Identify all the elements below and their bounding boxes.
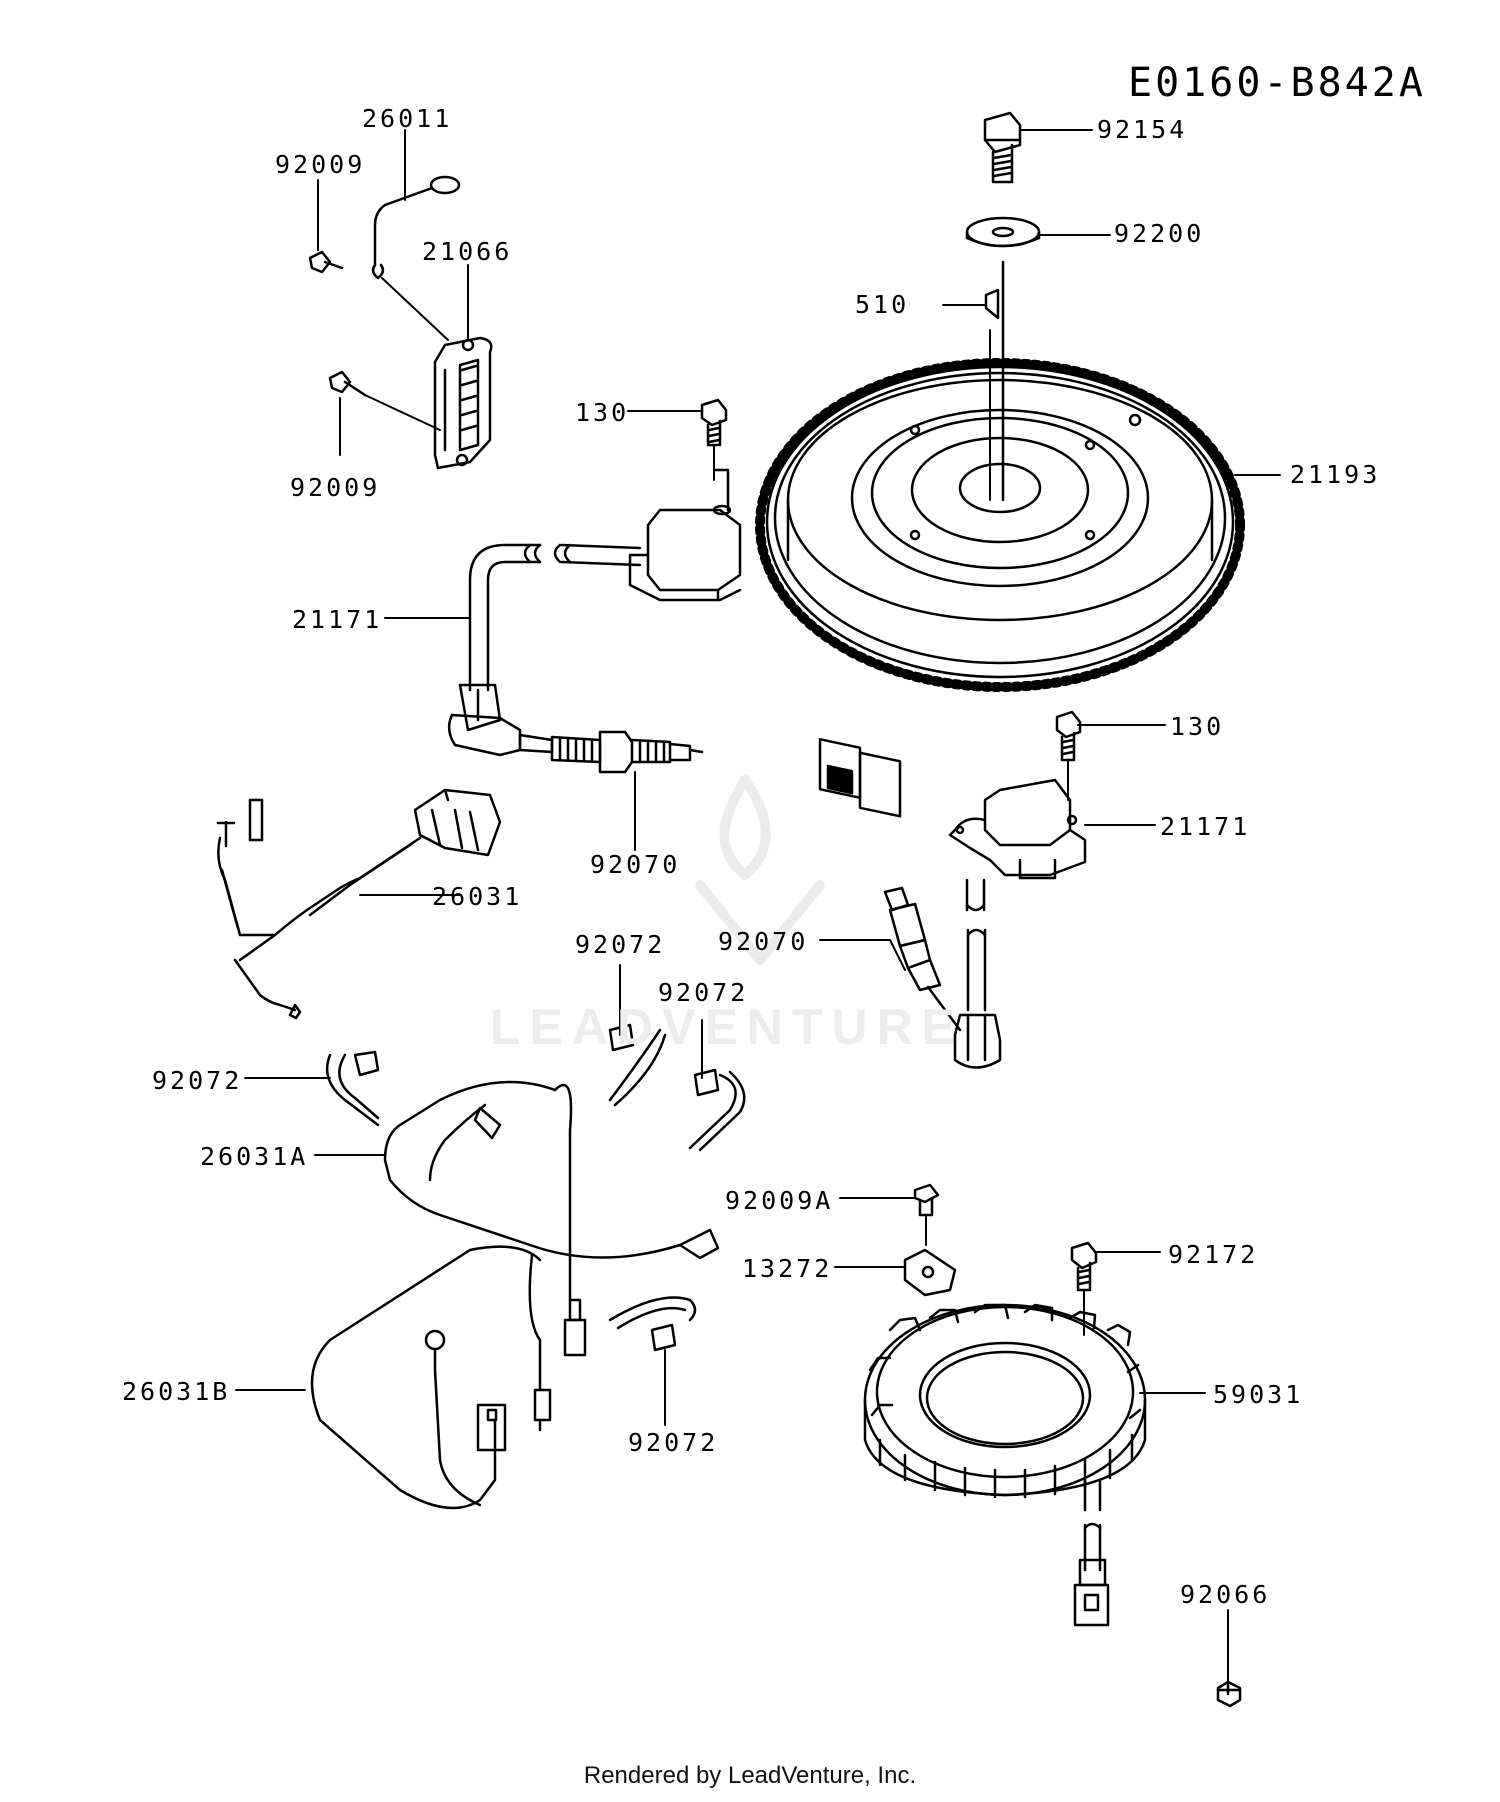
screw-92009-bottom: [328, 370, 367, 397]
diagram-code: E0160-B842A: [1128, 60, 1426, 106]
part-label-130-top: 130: [575, 398, 630, 427]
bolt-130-top: [700, 398, 728, 447]
bolt-92154: [983, 111, 1022, 184]
harness-26031B: [310, 1245, 552, 1510]
part-label-92072-a: 92072: [575, 930, 666, 959]
part-label-92072-b: 92072: [658, 978, 749, 1007]
ht-lead-right: [953, 878, 1002, 1069]
part-label-92009-top: 92009: [275, 150, 366, 179]
part-label-510: 510: [855, 290, 910, 319]
harness-26031: [216, 788, 502, 1020]
flywheel: [755, 358, 1245, 818]
part-label-92070-left: 92070: [590, 850, 681, 879]
part-label-21066: 21066: [422, 237, 513, 266]
part-label-13272: 13272: [742, 1254, 833, 1283]
cable-tie-92072-a: [325, 1050, 380, 1127]
harness-26031A: [383, 1080, 720, 1357]
part-label-26031A: 26031A: [200, 1142, 309, 1171]
part-label-92070-right: 92070: [718, 927, 809, 956]
part-label-92200: 92200: [1114, 219, 1205, 248]
part-label-92066: 92066: [1180, 1580, 1271, 1609]
watermark-text: LEADVENTURE: [490, 999, 965, 1055]
part-label-26031B: 26031B: [122, 1377, 231, 1406]
cable-tie-92072-d: [608, 1296, 697, 1352]
stator-59031: [863, 1303, 1147, 1499]
part-label-21171-left: 21171: [292, 605, 383, 634]
part-label-92009A: 92009A: [725, 1186, 834, 1215]
washer-92200: [965, 216, 1041, 248]
spark-plug-left: [518, 730, 704, 774]
part-label-92172: 92172: [1168, 1240, 1259, 1269]
ignition-coil-left: [628, 468, 742, 602]
bracket-13272: [903, 1248, 957, 1297]
key-510: [984, 288, 1000, 320]
part-label-92009-bottom: 92009: [290, 473, 381, 502]
part-label-92072-c: 92072: [152, 1066, 243, 1095]
leader-lines: [235, 129, 1281, 1683]
regulator-screw-leader: [364, 394, 441, 431]
cable-tie-92072-b: [608, 1023, 667, 1107]
screw-92009A: [913, 1183, 940, 1217]
cable-tie-92072-c: [688, 1068, 746, 1152]
part-label-59031: 59031: [1213, 1380, 1304, 1409]
spark-plug-right: [883, 886, 962, 1032]
screw-92009-top: [308, 250, 344, 274]
part-label-26031: 26031: [432, 882, 523, 911]
part-label-130-right: 130: [1170, 712, 1225, 741]
nut-92066: [1216, 1680, 1242, 1708]
ignition-coil-right: [948, 778, 1087, 880]
footer-credit: Rendered by LeadVenture, Inc.: [583, 1762, 917, 1789]
ground-lead-26011: [371, 175, 461, 280]
stator-connector: [1073, 1478, 1110, 1627]
part-label-21193: 21193: [1290, 460, 1381, 489]
bolt-92172: [1070, 1241, 1098, 1292]
part-label-21171-right: 21171: [1160, 812, 1251, 841]
part-label-92154: 92154: [1097, 115, 1188, 144]
watermark-logo: [695, 775, 825, 965]
ground-lead-leader: [381, 277, 449, 341]
part-label-92072-d: 92072: [628, 1428, 719, 1457]
bolt-130-right: [1055, 710, 1082, 762]
ht-lead-left: [447, 543, 642, 757]
regulator-21066: [433, 336, 493, 470]
part-label-26011: 26011: [362, 104, 453, 133]
